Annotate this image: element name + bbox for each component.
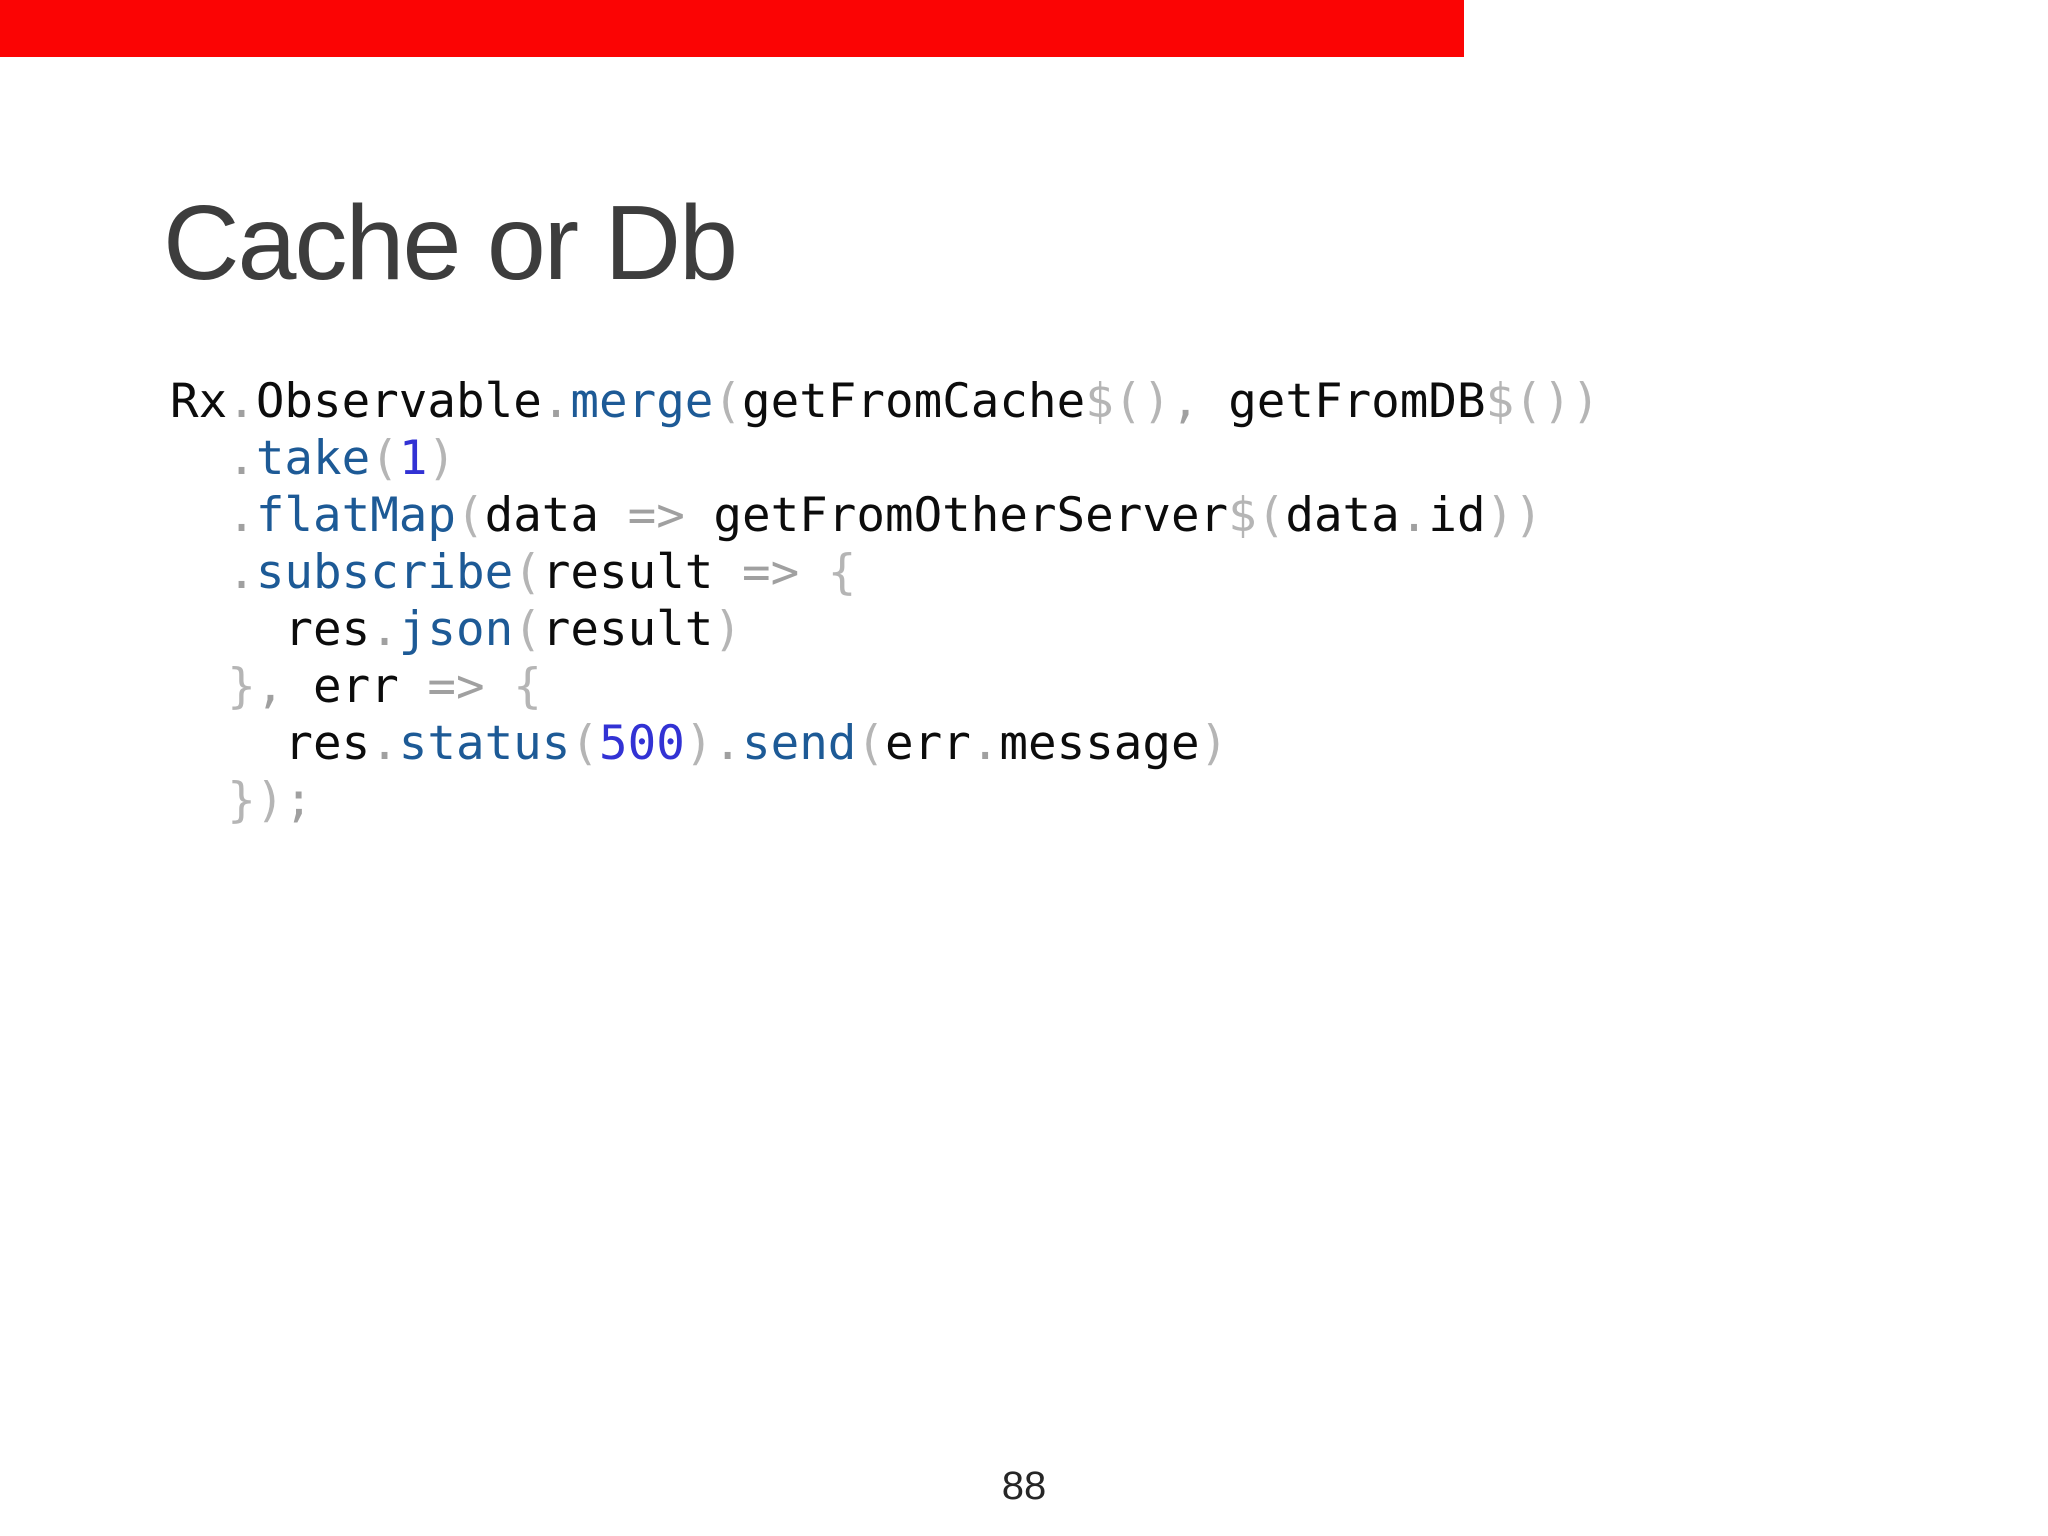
slide-title: Cache or Db: [163, 184, 738, 302]
code-line: Rx.Observable.merge(getFromCache$(), get…: [170, 374, 1600, 429]
code-block: Rx.Observable.merge(getFromCache$(), get…: [170, 373, 1600, 829]
code-line: res.status(500).send(err.message): [170, 716, 1229, 771]
code-line: .take(1): [227, 431, 457, 486]
code-line: }, err => {: [227, 659, 542, 714]
code-line: });: [227, 773, 314, 828]
code-line: res.json(result): [170, 602, 742, 657]
page-number: 88: [1001, 1464, 1047, 1508]
code-line: .flatMap(data => getFromOtherServer$(dat…: [227, 488, 1543, 543]
video-progress-bar[interactable]: [0, 0, 1465, 57]
code-line: .subscribe(result => {: [227, 545, 857, 600]
